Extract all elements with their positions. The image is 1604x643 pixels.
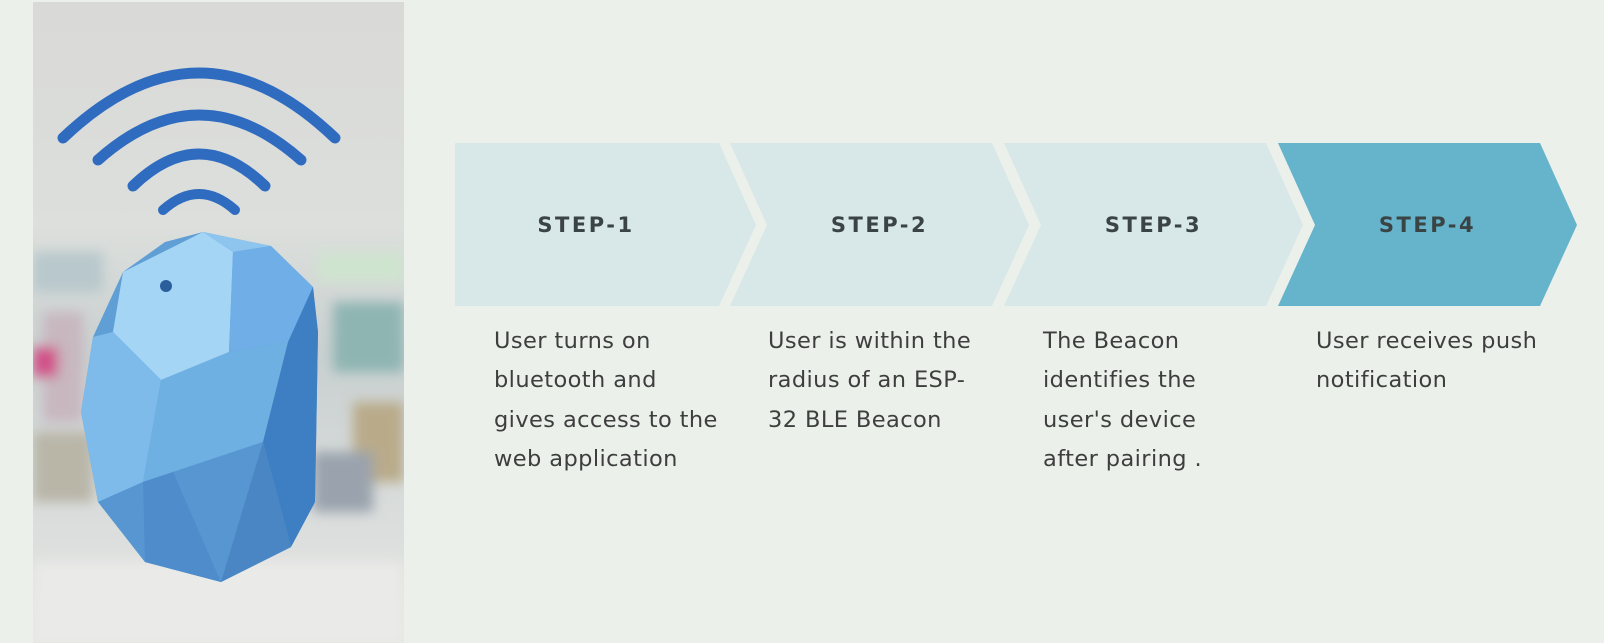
step-4-label: STEP-4 — [1378, 213, 1477, 237]
step-2-label: STEP-2 — [830, 213, 929, 237]
step-2-chevron — [730, 143, 1029, 306]
step-2-description: User is within the radius of an ESP-32 B… — [768, 328, 972, 433]
wifi-signal-icon — [57, 67, 341, 215]
step-4-description: User receives push notification — [1316, 328, 1538, 394]
step-3-label: STEP-3 — [1104, 213, 1203, 237]
step-1-label: STEP-1 — [537, 213, 635, 237]
step-1-description: User turns on bluetooth and gives access… — [494, 328, 718, 472]
ble-beacon-icon — [81, 232, 318, 582]
step-1-chevron — [455, 143, 756, 306]
step-3-description: The Beacon identifies the user's device … — [1043, 328, 1203, 472]
step-4-chevron — [1278, 143, 1577, 306]
step-3-chevron — [1004, 143, 1303, 306]
beacon-photo — [33, 2, 404, 643]
